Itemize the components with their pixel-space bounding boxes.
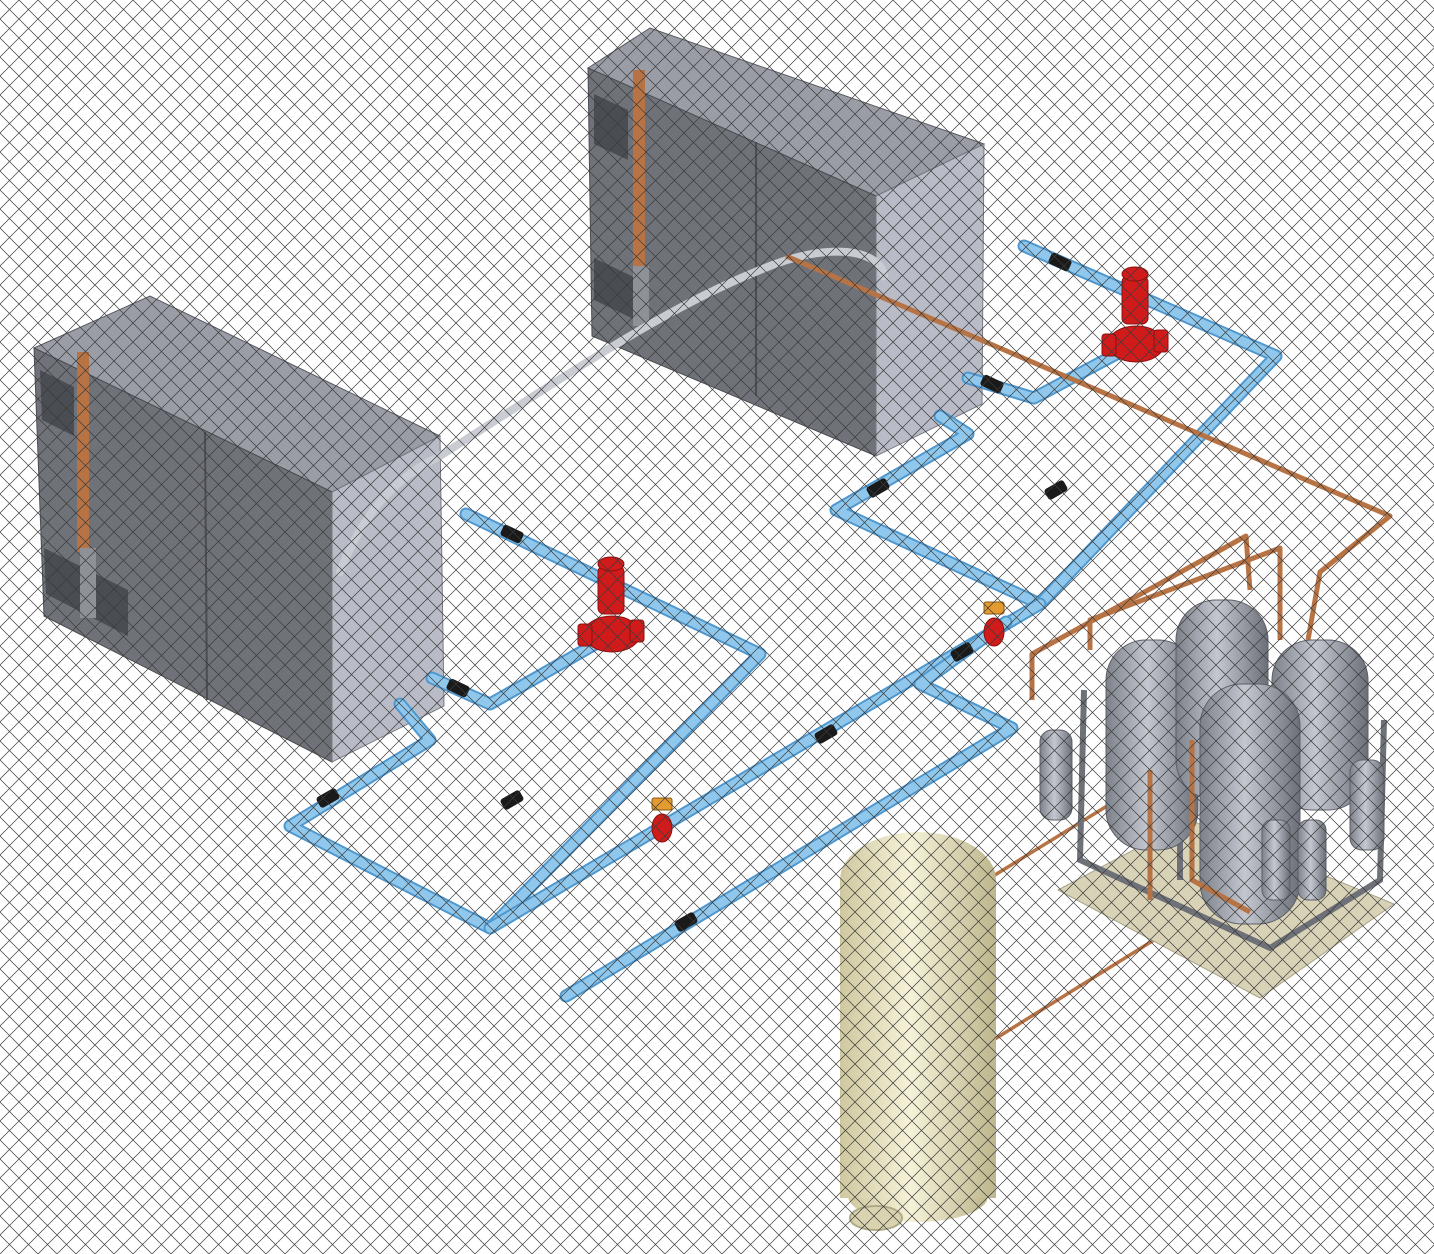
piping-diagram	[0, 0, 1434, 1254]
hatch-overlay	[0, 0, 1434, 1254]
